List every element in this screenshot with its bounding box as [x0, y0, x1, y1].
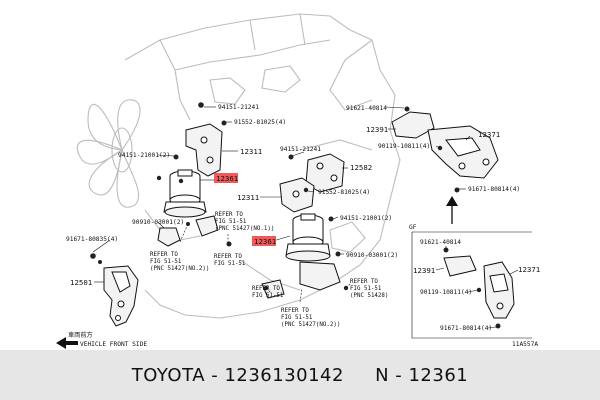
refer-text: REFER TO — [252, 286, 280, 292]
bolt-icon — [343, 285, 349, 291]
bolt-icon — [156, 175, 162, 181]
label-94151-21241-center: 94151-21241 — [280, 146, 321, 153]
label-12371-upper: 12371 — [478, 130, 500, 139]
label-90910-03001-center: 90910-03001(2) — [346, 252, 398, 259]
bolt-icon — [198, 102, 204, 108]
bolt-icon — [454, 187, 460, 193]
bolt-icon — [178, 178, 184, 184]
refer-to-fig-51-51-left: REFER TO FIG 51-51 — [214, 254, 246, 267]
label-91621-40814-upper: 91621-40814 — [346, 105, 387, 112]
cooling-fan — [76, 99, 141, 208]
label-12582: 12582 — [350, 163, 372, 172]
refer-text: REFER TO — [215, 212, 243, 218]
label-94151-21241-upper: 94151-21241 — [218, 104, 259, 111]
label-91671-80814-lower: 91671-80814(4) — [440, 325, 492, 332]
bolt-icon — [476, 287, 482, 293]
engine-mount-insulator-left — [163, 169, 207, 218]
engine-mount-diagram: 94151-21241 91552-81025(4) 12311 94151-2… — [56, 13, 540, 349]
refer-to-fig-51-51-center: REFER TO FIG 51-51 — [252, 286, 284, 299]
refer-text: (PNC 51427(NO.1)) — [215, 226, 274, 232]
label-91671-80835: 91671-80835(4) — [66, 236, 118, 243]
refer-text: REFER TO — [150, 252, 178, 258]
bolt-icon — [98, 260, 102, 264]
part-12361-highlight-lower: 12361 — [252, 236, 276, 246]
bolt-icon — [328, 216, 334, 222]
label-12501: 12501 — [70, 278, 92, 287]
label-90910-03001-upper: 90910-03001(2) — [132, 219, 184, 226]
refer-text: (PNC 51428) — [350, 293, 388, 299]
label-90119-10811-lower: 90119-10811(4) — [420, 289, 472, 296]
label-gf: GF — [409, 224, 417, 231]
refer-text: REFER TO — [281, 308, 309, 314]
part-12361-highlight-upper: 12361 — [214, 173, 238, 183]
refer-text: REFER TO — [214, 254, 242, 260]
refer-text: FIG 51-51 — [252, 293, 284, 299]
detail-arrow — [446, 196, 458, 224]
label-94151-21001-center: 94151-21001(2) — [340, 215, 392, 222]
refer-to-fig-51428: REFER TO FIG 51-51 (PNC 51428) — [350, 279, 388, 299]
label-12361-lower: 12361 — [254, 237, 276, 246]
frame-bracket-12501 — [90, 253, 139, 327]
label-12391-upper: 12391 — [366, 125, 388, 134]
right-engine-mount-assembly — [261, 153, 349, 299]
part-number-footer: TOYOTA - 1236130142 N - 12361 — [0, 350, 600, 400]
refer-text: FIG 51-51 — [214, 261, 246, 267]
refer-text: (PNC 51427(NO.2)) — [150, 266, 209, 272]
bolt-icon — [404, 106, 410, 112]
label-12371-lower: 12371 — [518, 265, 540, 274]
figure-code: 11A557A — [512, 341, 538, 348]
label-12361-upper: 12361 — [216, 174, 238, 183]
refer-to-fig-51427-no1: REFER TO FIG 51-51 (PNC 51427(NO.1)) — [215, 212, 274, 232]
transmission-mount-upper — [391, 106, 499, 193]
label-front-en: VEHICLE FRONT SIDE — [80, 341, 147, 348]
label-12311-center: 12311 — [237, 193, 259, 202]
bolt-icon — [221, 120, 227, 126]
label-91671-80814-upper: 91671-80814(4) — [468, 186, 520, 193]
bolt-icon — [335, 251, 341, 257]
bracket-12311-left — [185, 123, 223, 177]
refer-text: FIG 51-51 — [150, 259, 182, 265]
part-number-text: TOYOTA - 1236130142 N - 12361 — [131, 364, 469, 386]
label-91552-81025-upper: 91552-81025(4) — [234, 119, 286, 126]
leader-lines — [92, 106, 519, 329]
label-12391-lower: 12391 — [413, 266, 435, 275]
label-90119-10811-upper: 90119-10811(4) — [378, 143, 430, 150]
label-94151-21001-upper: 94151-21001(2) — [118, 152, 170, 159]
engine-outline — [76, 13, 401, 319]
left-engine-mount-assembly — [156, 102, 232, 247]
label-91552-81025-center: 91552-81025(4) — [318, 189, 370, 196]
label-12311-upper: 12311 — [240, 147, 262, 156]
gf-detail-box — [411, 231, 532, 339]
bolt-icon — [173, 154, 179, 160]
refer-text: (PNC 51427(NO.2)) — [281, 322, 340, 328]
label-91621-40814-lower: 91621-40814 — [420, 239, 461, 246]
bolt-icon — [495, 323, 501, 329]
refer-to-fig-51427-no2-left: REFER TO FIG 51-51 (PNC 51427(NO.2)) — [150, 252, 209, 272]
bolt-icon — [90, 253, 96, 259]
bracket-12391-lower — [443, 255, 477, 277]
label-front-jp: 車両前方 — [68, 331, 93, 339]
refer-text: FIG 51-51 — [281, 315, 313, 321]
refer-text: REFER TO — [350, 279, 378, 285]
refer-to-fig-51427-no2-center: REFER TO FIG 51-51 (PNC 51427(NO.2)) — [281, 308, 340, 328]
bolt-icon — [303, 187, 309, 193]
vehicle-front-side-indicator: 車両前方 VEHICLE FRONT SIDE — [56, 331, 147, 349]
engine-mount-insulator-right — [285, 213, 331, 262]
refer-text: FIG 51-51 — [350, 286, 382, 292]
bracket-12391-upper — [391, 111, 435, 139]
bolt-icon — [288, 154, 294, 160]
front-arrow-icon — [56, 337, 78, 349]
refer-text: FIG 51-51 — [215, 219, 247, 225]
